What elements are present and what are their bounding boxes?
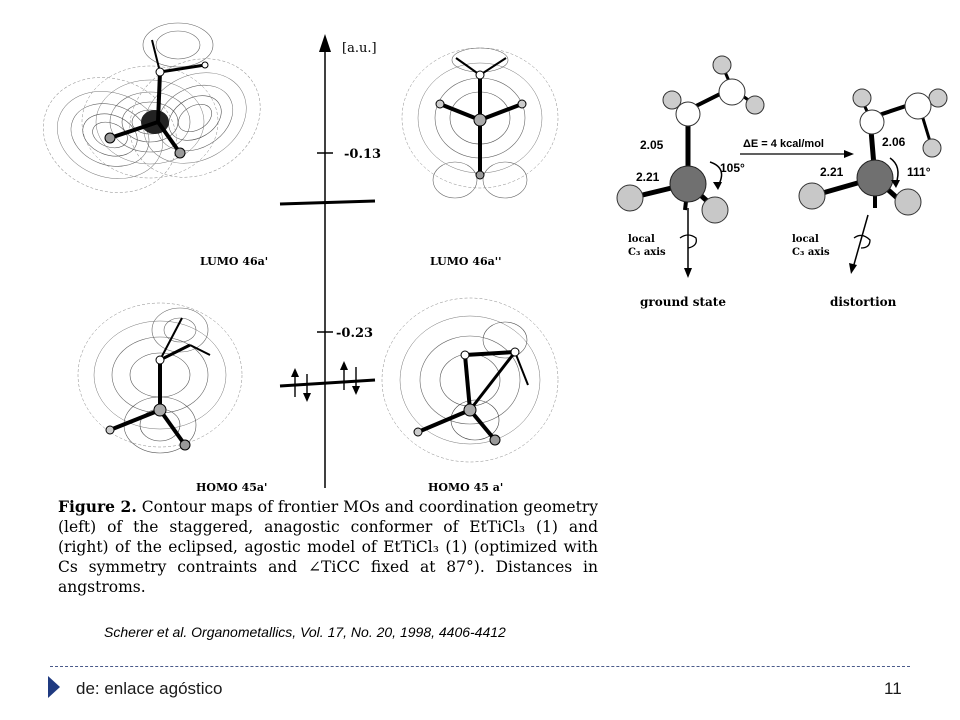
ground-dist-left: 2.21: [636, 170, 660, 184]
distorted-dist-left: 2.21: [820, 165, 844, 179]
ground-state-caption: ground state: [640, 295, 726, 309]
energy-axis: [279, 34, 376, 488]
figure-caption-label: Figure 2.: [58, 497, 137, 516]
figure-caption-text: Contour maps of frontier MOs and coordin…: [58, 498, 598, 596]
distortion-caption: distortion: [830, 295, 897, 309]
homo-right-contour: [381, 297, 559, 463]
page-number: 11: [884, 679, 902, 698]
ground-axis-label-2: C₃ axis: [628, 247, 666, 258]
axis-unit-label: [a.u.]: [342, 41, 377, 56]
mo-figure: [a.u.] -0.13 -0.23 LUMO 46a' LUMO 46a'' …: [26, 22, 559, 494]
distorted-dist-top: 2.06: [882, 135, 906, 149]
figure-caption: Figure 2. Contour maps of frontier MOs a…: [58, 497, 598, 597]
lumo-right-label: LUMO 46a'': [430, 255, 501, 268]
homo-left-contour: [77, 302, 243, 454]
footer-divider: [50, 666, 910, 667]
footer-title: de: enlace agóstico: [76, 679, 223, 698]
lumo-left-label: LUMO 46a': [200, 255, 268, 268]
homo-right-label: HOMO 45 a': [428, 481, 503, 494]
lumo-right-contour: [401, 47, 559, 199]
energy-difference-label: ΔE = 4 kcal/mol: [743, 138, 824, 150]
ground-dist-top: 2.05: [640, 138, 664, 152]
bullet-arrow-icon: [48, 676, 60, 698]
distorted-angle: 111°: [907, 165, 931, 179]
citation-text: Scherer et al. Organometallics, Vol. 17,…: [104, 624, 506, 640]
ground-state-molecule: [616, 55, 765, 278]
ground-angle: 105°: [720, 161, 745, 175]
structure-figure: 2.05 2.21 105° local C₃ axis ground stat…: [616, 55, 948, 309]
distorted-molecule: [798, 88, 948, 274]
homo-left-label: HOMO 45a': [196, 481, 267, 494]
tick-label-lower: -0.23: [336, 326, 373, 341]
distorted-axis-label-1: local: [792, 234, 819, 245]
lumo-left-contour: [26, 22, 283, 212]
distorted-axis-label-2: C₃ axis: [792, 247, 830, 258]
tick-label-upper: -0.13: [344, 147, 381, 162]
ground-axis-label-1: local: [628, 234, 655, 245]
